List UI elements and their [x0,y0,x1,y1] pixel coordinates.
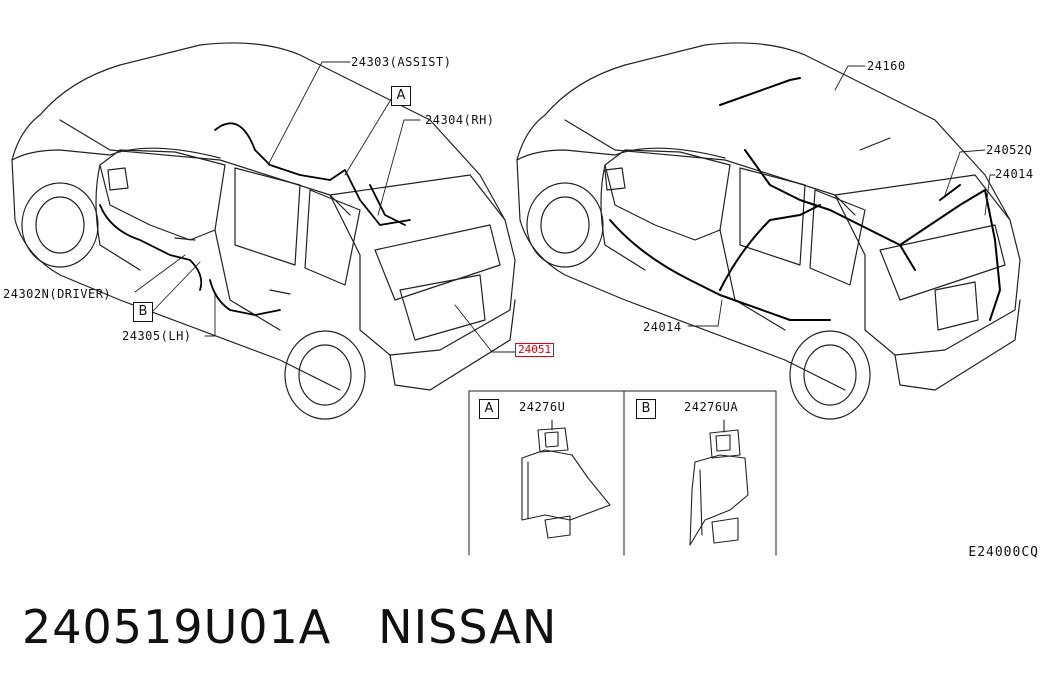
right-car-body [516,42,1021,420]
detail-marker-a: A [479,399,499,419]
detail-marker-b: B [636,399,656,419]
right-car-harness [609,77,1001,321]
caption-part-number: 240519U01A [22,600,332,654]
callout-24014-rear: 24014 [995,167,1034,181]
marker-a: A [391,86,411,106]
left-callout-lines [134,61,516,353]
detail-part-24276u: 24276U [519,400,566,414]
callout-24305-lh: 24305(LH) [122,329,192,343]
detail-panel-frame [468,390,777,556]
left-car-body [11,42,516,420]
callout-24014-lower: 24014 [643,320,682,334]
wiring-diagram [11,42,1021,556]
callout-24304-rh: 24304(RH) [425,113,495,127]
marker-b: B [133,302,153,322]
callout-24051-highlight: 24051 [515,343,555,357]
caption-brand: NISSAN [378,600,558,654]
bracket-b-drawing [689,419,749,546]
left-car-harness [99,122,411,316]
detail-part-24276ua: 24276UA [684,400,739,414]
drawing-code: E24000CQ [968,545,1039,560]
callout-24302n-driver: 24302N(DRIVER) [3,287,112,301]
callout-24160: 24160 [867,59,906,73]
callout-24052q: 24052Q [986,143,1033,157]
bracket-a-drawing [521,419,611,539]
callout-24303-assist: 24303(ASSIST) [351,55,452,69]
caption: 240519U01A NISSAN [22,600,557,654]
right-callout-lines [687,65,996,327]
